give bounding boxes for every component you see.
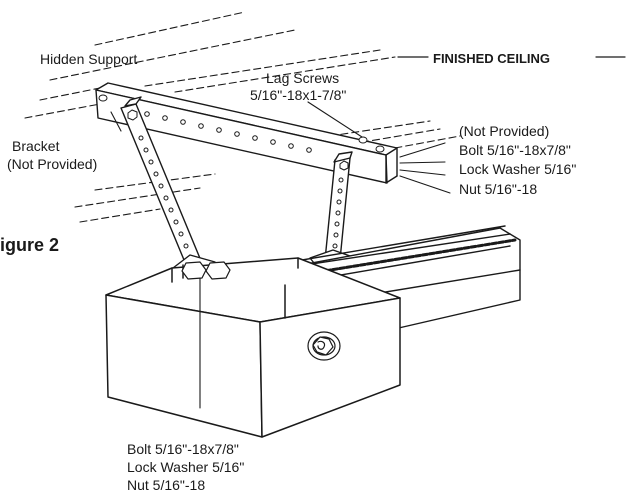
leader-lines	[110, 101, 451, 409]
bolt-right-label: Bolt 5/16"-18x7/8"	[459, 142, 571, 158]
finished-ceiling-label: FINISHED CEILING	[433, 51, 551, 66]
housing-knob	[307, 331, 341, 361]
figure-caption: igure 2	[0, 235, 60, 255]
bolt-bottom-label: Bolt 5/16"-18x7/8"	[127, 441, 239, 457]
mount-bolt-tabs	[181, 261, 231, 280]
nut-right-label: Nut 5/16"-18	[459, 181, 538, 197]
hidden-support-label: Hidden Support	[40, 51, 138, 67]
rail-chain	[310, 238, 517, 275]
bracket-not-provided-label: (Not Provided)	[7, 156, 98, 172]
nut-bottom-label: Nut 5/16"-18	[127, 477, 206, 493]
right-strap-holes	[332, 160, 349, 249]
bracket-label: Bracket	[12, 138, 60, 154]
lock-washer-right-label: Lock Washer 5/16"	[459, 161, 577, 177]
angle-bracket	[95, 82, 398, 184]
lag-screws-label: Lag Screws	[266, 70, 340, 86]
motor-housing	[105, 257, 401, 438]
bracket-holes	[98, 94, 385, 153]
lag-screws-size-label: 5/16"-18x1-7/8"	[250, 87, 347, 103]
lock-washer-bottom-label: Lock Washer 5/16"	[127, 459, 245, 475]
not-provided-label: (Not Provided)	[459, 123, 550, 139]
